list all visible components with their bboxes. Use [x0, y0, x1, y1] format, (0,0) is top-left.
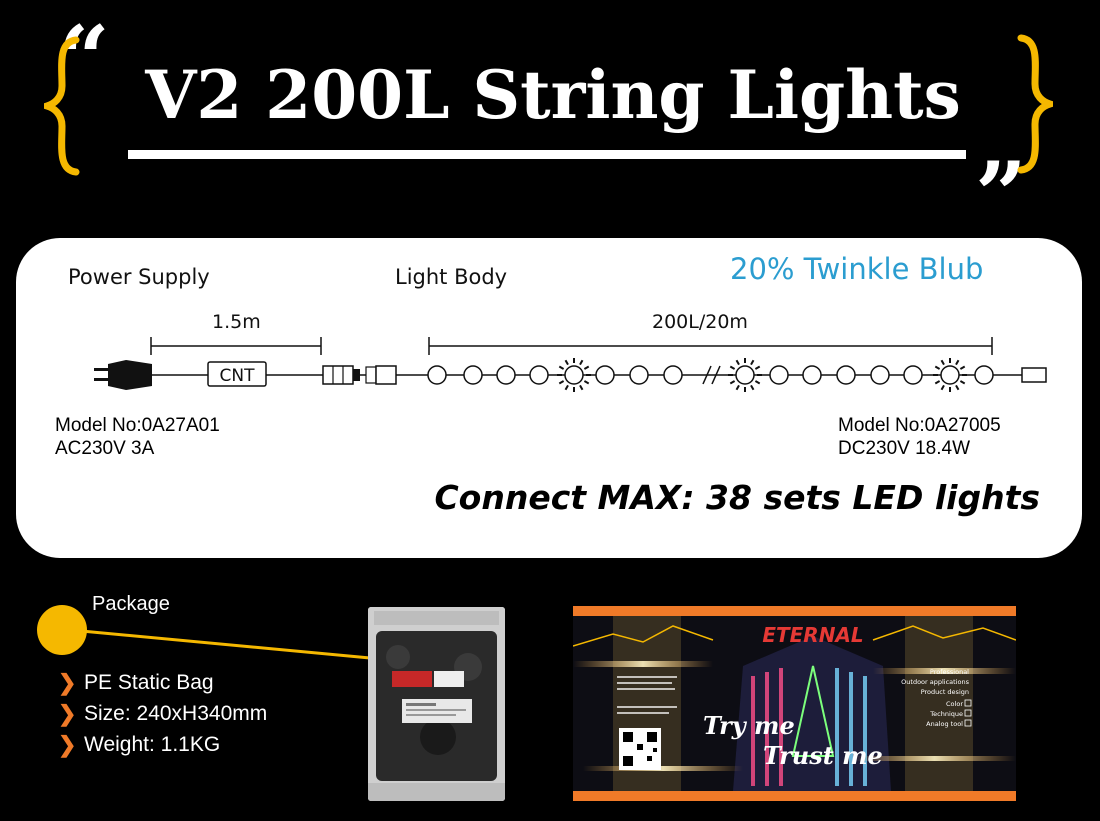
twinkle-bulb-label: 20% Twinkle Blub: [730, 252, 984, 286]
box-right-line: Color: [946, 700, 963, 708]
packaging-box-photo: ETERNAL Try me Trust me Professional Out…: [573, 606, 1016, 801]
led-bulb-icon: [836, 365, 856, 385]
power-supply-label: Power Supply: [68, 265, 210, 289]
package-title: Package: [92, 593, 170, 615]
box-slogan-1: Try me: [703, 711, 795, 740]
twinkle-bulb-icon: [728, 358, 762, 392]
led-bulb-icon: [529, 365, 549, 385]
led-bulb-icon: [496, 365, 516, 385]
cable-length-label: 1.5m: [212, 311, 261, 333]
chevron-right-icon: ❯: [58, 670, 77, 695]
power-plug-icon: [94, 360, 152, 390]
box-right-line: Outdoor applications: [901, 678, 969, 686]
connector-icon: [322, 365, 397, 385]
led-bulb-icon: [802, 365, 822, 385]
package-item-text: Weight: 1.1KG: [84, 733, 221, 756]
title-underline: [128, 150, 966, 159]
wiring-diagram-panel: [16, 238, 1082, 558]
twinkle-bulb-icon: [933, 358, 967, 392]
connect-max-text: Connect MAX: 38 sets LED lights: [434, 478, 1040, 517]
left-model-info: Model No:0A27A01 AC230V 3A: [55, 414, 220, 460]
box-slogan-2: Trust me: [763, 741, 883, 770]
led-bulb-icon: [663, 365, 683, 385]
package-pointer: [37, 605, 371, 660]
close-quote-mark: ”: [975, 142, 1027, 248]
end-cap: [1021, 367, 1047, 383]
package-item-text: PE Static Bag: [84, 671, 214, 694]
package-item: ❯ Size: 240xH340mm: [58, 701, 267, 727]
open-quote-mark: “: [58, 6, 110, 112]
led-bulb-icon: [974, 365, 994, 385]
led-bulb-icon: [629, 365, 649, 385]
twinkle-bulb-icon: [557, 358, 591, 392]
right-curly-brace-icon: [1017, 34, 1053, 174]
right-model-number: Model No:0A27005: [838, 415, 1001, 436]
bag-illustration: [368, 607, 505, 801]
left-curly-brace-icon: [44, 36, 80, 176]
package-item: ❯ PE Static Bag: [58, 670, 214, 696]
led-bulb-icon: [903, 365, 923, 385]
package-item-text: Size: 240xH340mm: [84, 702, 268, 725]
right-model-info: Model No:0A27005 DC230V 18.4W: [838, 414, 1001, 460]
box-right-line: Technique: [929, 710, 963, 718]
led-bulb-icon: [463, 365, 483, 385]
cable-dimension-line: [150, 337, 322, 355]
controller-label: CNT: [220, 366, 256, 386]
controller-box: [207, 361, 267, 387]
wire-break-marks: [702, 365, 721, 385]
box-brand-text: ETERNAL: [762, 623, 863, 647]
left-model-rating: AC230V 3A: [55, 438, 155, 459]
body-length-label: 200L/20m: [652, 311, 748, 333]
led-bulb-icon: [595, 365, 615, 385]
package-item: ❯ Weight: 1.1KG: [58, 732, 220, 758]
bulb-row: [427, 358, 994, 392]
right-model-rating: DC230V 18.4W: [838, 438, 971, 459]
body-dimension-line: [428, 337, 993, 355]
light-body-label: Light Body: [395, 265, 508, 289]
box-illustration: ETERNAL Try me Trust me Professional Out…: [573, 606, 1016, 801]
led-bulb-icon: [870, 365, 890, 385]
box-right-line: Product design: [921, 688, 969, 696]
pe-bag-photo: [368, 607, 505, 801]
chevron-right-icon: ❯: [58, 732, 77, 757]
box-right-line: Analog tool: [926, 720, 963, 728]
led-bulb-icon: [427, 365, 447, 385]
page-title: V2 200L String Lights: [145, 56, 961, 134]
left-model-number: Model No:0A27A01: [55, 415, 220, 436]
led-bulb-icon: [769, 365, 789, 385]
chevron-right-icon: ❯: [58, 701, 77, 726]
box-right-line: Professional: [930, 668, 969, 676]
